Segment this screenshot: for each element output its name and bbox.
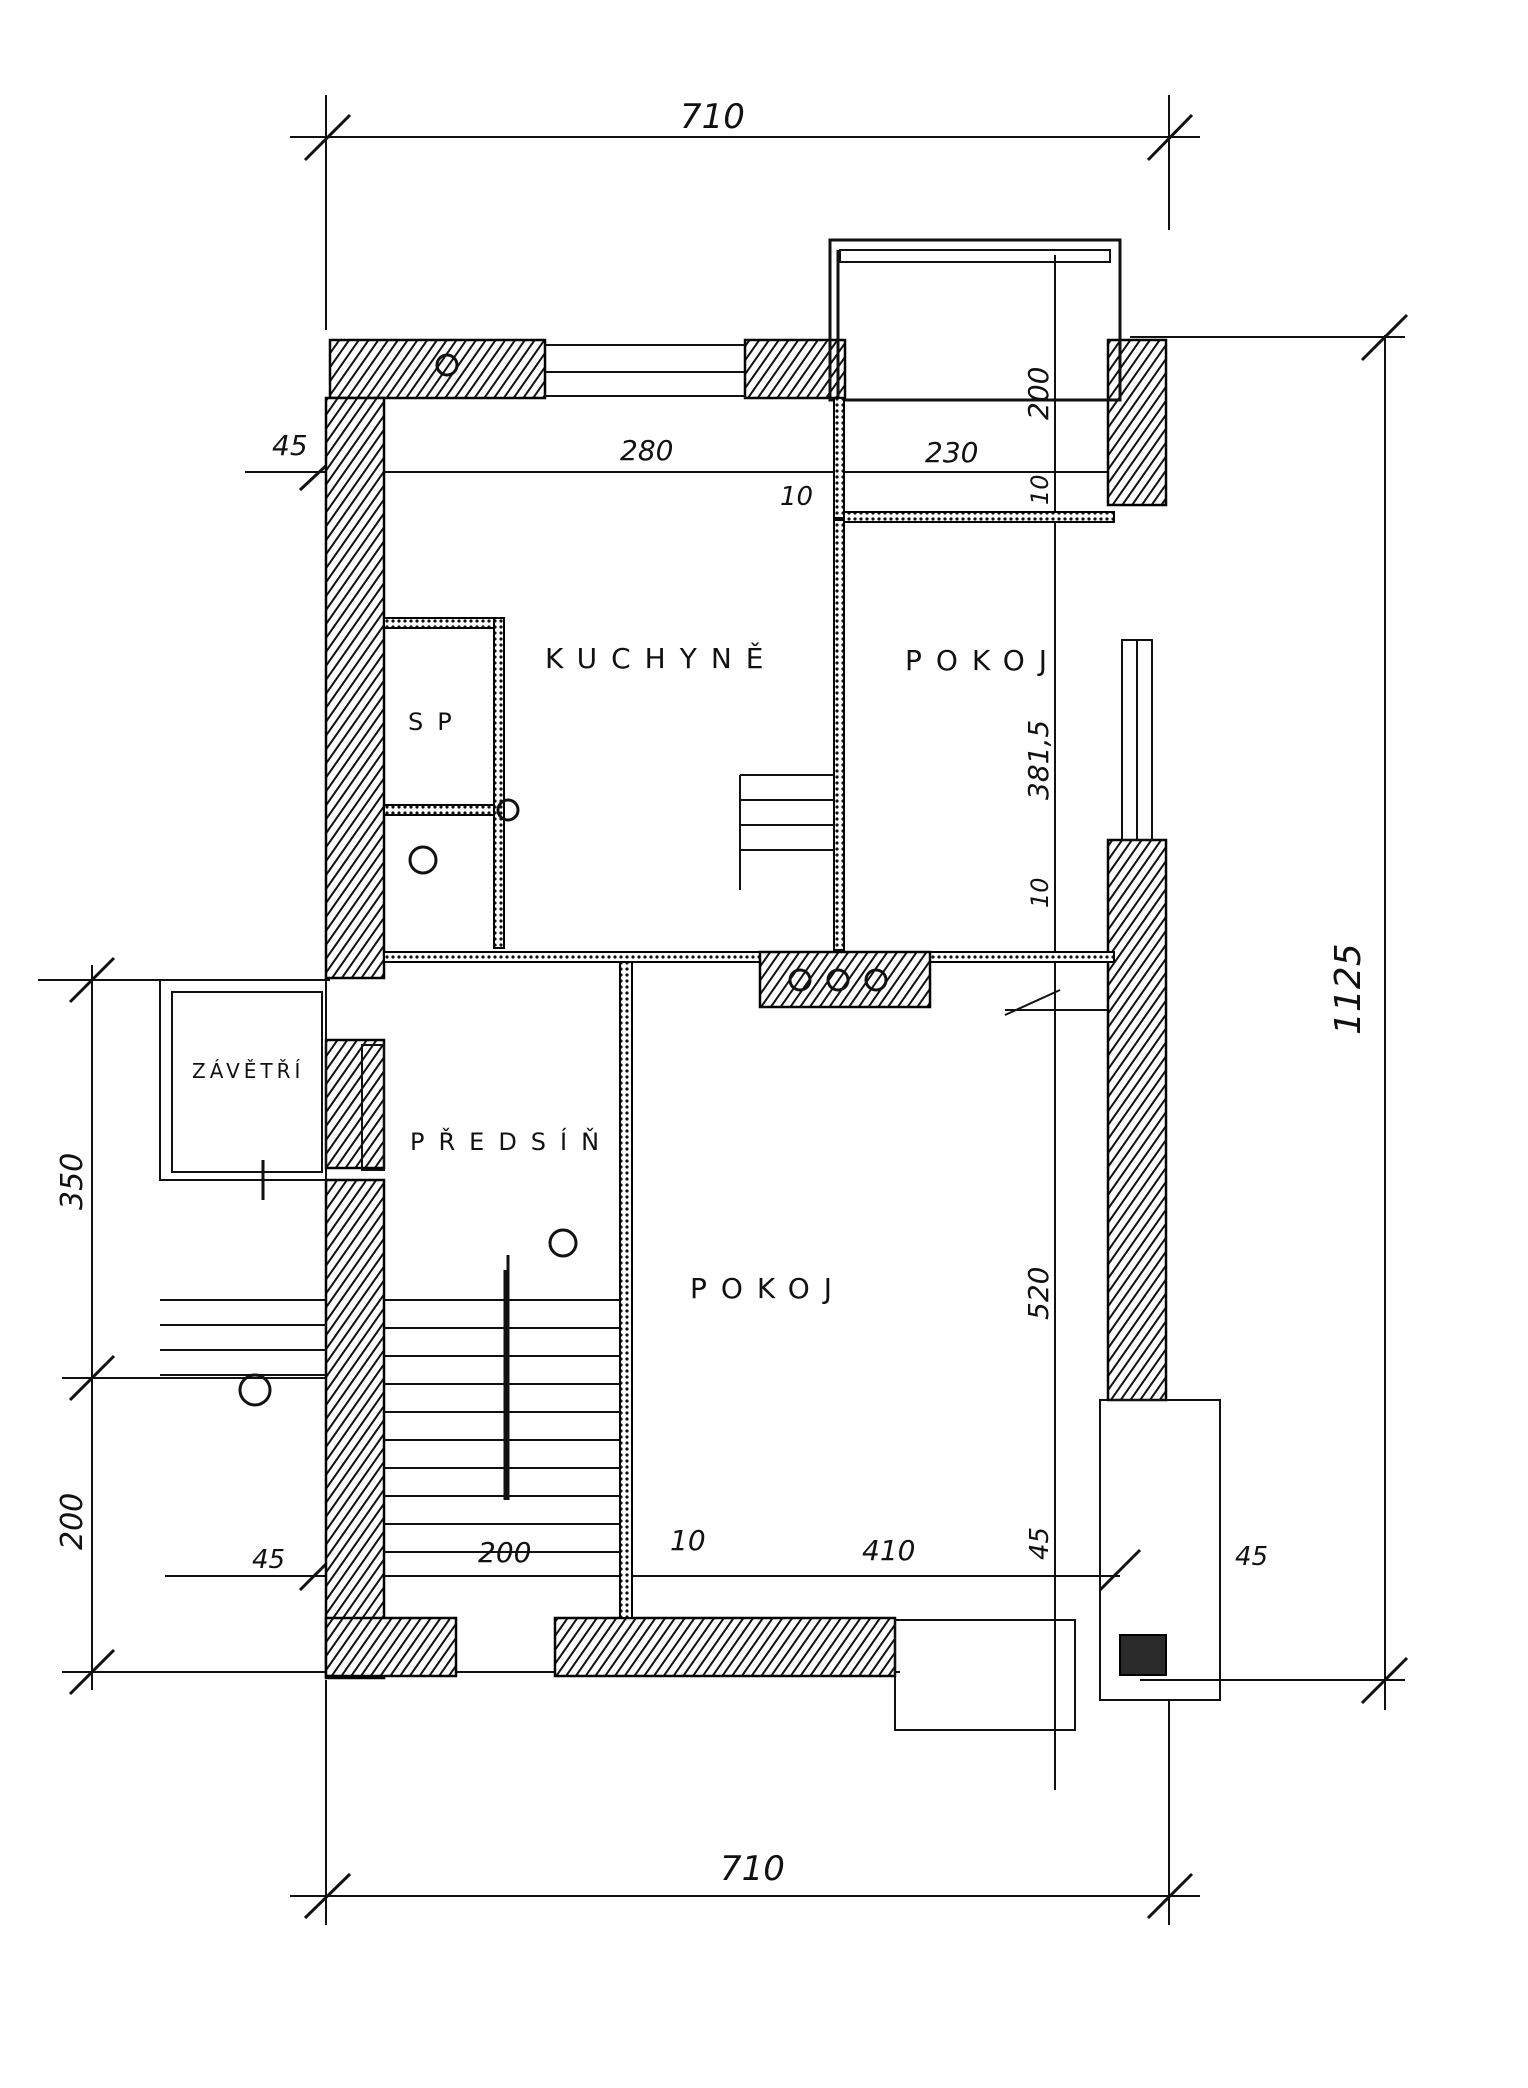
exterior-walls xyxy=(324,338,1168,1680)
room-label-hall: PŘEDSÍŇ xyxy=(410,1127,613,1156)
dim-bottom-width: 710 xyxy=(720,1849,785,1889)
dim-bottom-45-left: 45 xyxy=(252,1545,285,1575)
dim-room-depth: 381,5 xyxy=(1022,720,1055,800)
room-label-room-lower: POKOJ xyxy=(690,1272,846,1305)
room-label-room-upper: POKOJ xyxy=(905,644,1061,677)
dim-room-width: 230 xyxy=(925,436,978,469)
room-label-vestibule: ZÁVĚTŘÍ xyxy=(192,1059,304,1083)
dim-bottom-10: 10 xyxy=(670,1524,706,1557)
window-right xyxy=(1121,639,1153,841)
interior-partitions xyxy=(159,397,1221,1731)
dim-left-lower: 200 xyxy=(55,1493,90,1550)
dim-top-wall-left: 45 xyxy=(272,429,308,462)
dim-partition-10b: 10 xyxy=(1026,474,1054,505)
dim-left-upper: 350 xyxy=(55,1153,90,1210)
dim-right-height: 1125 xyxy=(1328,943,1369,1035)
chimneys xyxy=(238,353,888,1407)
room-label-pantry: SP xyxy=(408,708,466,736)
balcony xyxy=(828,238,1122,402)
dim-bottom-45-right: 45 xyxy=(1235,1542,1268,1572)
dimension-labels: 710 710 1125 350 200 45 280 230 10 10 20… xyxy=(55,97,1369,1889)
staircase xyxy=(160,774,834,1553)
dim-kitchen-width: 280 xyxy=(620,434,673,467)
room-labels: KUCHYNĚ POKOJ SP PŘEDSÍŇ ZÁVĚTŘÍ POKOJ xyxy=(192,641,1061,1305)
dim-bottom-45-mid: 45 xyxy=(1025,1527,1055,1560)
room-label-kitchen: KUCHYNĚ xyxy=(545,641,777,675)
dim-partition-10a: 10 xyxy=(780,482,813,512)
dim-balcony-depth: 200 xyxy=(1022,367,1055,420)
dimension-lines xyxy=(38,95,1409,1925)
dim-lower-room-depth: 520 xyxy=(1022,1267,1055,1320)
dim-lower-room-width: 410 xyxy=(862,1534,915,1567)
dim-partition-10c: 10 xyxy=(1026,877,1054,908)
dim-top-width: 710 xyxy=(680,97,745,137)
dim-stair-width: 200 xyxy=(478,1536,531,1569)
